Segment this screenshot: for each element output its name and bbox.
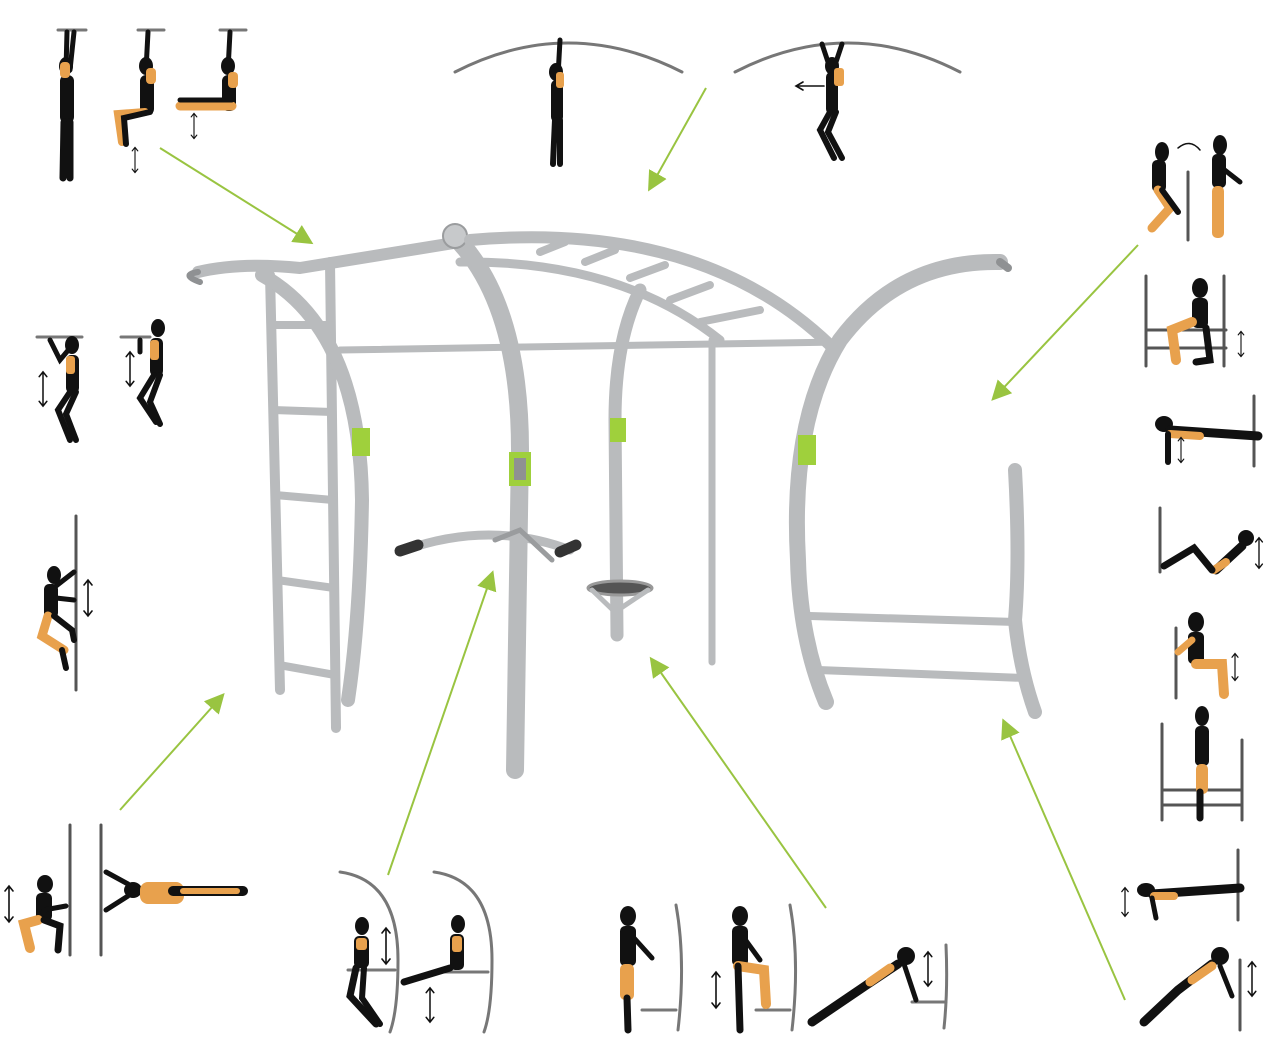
figure-chin-up-2 — [125, 319, 165, 427]
exercise-wall-sit-and-plank — [3, 823, 248, 957]
arrow-step-up — [649, 656, 827, 909]
figure-pole-climb — [36, 566, 93, 671]
exercise-step-up-and-incline-push-up — [620, 903, 949, 1034]
figure-wall-bar-plank — [1155, 394, 1263, 468]
figure-incline-push-up — [807, 947, 933, 1027]
figure-wall-bar-stand — [1160, 706, 1244, 822]
figure-incline-push-up-right — [1139, 947, 1257, 1027]
figure-step-up — [711, 906, 771, 1034]
equipment-frame — [186, 223, 1042, 779]
figure-wall-bar-squat — [1174, 612, 1239, 700]
pointer-arrows — [119, 87, 1139, 1001]
arrow-curved-bar-pull-up — [648, 87, 707, 192]
arrow-wall-bar-routine — [991, 244, 1139, 401]
accent-band-4 — [798, 435, 816, 465]
figure-wall-bar-kneel — [1144, 274, 1245, 368]
middle-pole — [608, 283, 647, 642]
exercise-wall-bar-routine — [1144, 135, 1264, 822]
accent-band-3 — [610, 418, 626, 442]
figure-pull-up-2 — [794, 41, 845, 161]
accent-band-1 — [352, 428, 370, 456]
figure-hang-3 — [175, 29, 238, 140]
step-platform — [586, 579, 654, 616]
figure-decline-plank — [1121, 883, 1245, 921]
figure-pull-up-1 — [549, 37, 564, 167]
arrow-incline-push-up — [1001, 718, 1126, 1001]
exercise-curved-bar-pull-up — [453, 37, 962, 167]
exercise-chin-up — [35, 319, 165, 443]
arrow-dips — [387, 570, 497, 876]
left-curved-pole — [255, 268, 370, 707]
exercise-hanging-leg-raise — [56, 28, 248, 182]
figure-chin-up-1 — [38, 336, 79, 443]
dip-bar-ring — [394, 527, 582, 563]
overhead-monkey-bars — [455, 231, 836, 351]
wall-bars-arch — [788, 253, 1042, 719]
exercise-pole-climb — [36, 514, 93, 692]
figure-hang-2 — [113, 29, 156, 174]
arrow-wall-sit-plank — [119, 693, 225, 811]
figure-wall-sit — [3, 875, 69, 954]
central-arch — [443, 225, 530, 779]
figure-side-plank — [103, 869, 248, 913]
figure-wall-bar-crunch — [1158, 506, 1264, 575]
arrow-hanging-leg-raise — [159, 147, 314, 245]
figure-step-stand — [620, 906, 655, 1034]
exercise-incline-push-up-side — [1121, 848, 1257, 1032]
figure-seated-leg-raise — [400, 915, 465, 1024]
exercise-dips-and-leg-raise — [338, 870, 494, 1034]
figure-dip — [346, 917, 391, 1028]
figure-hang-1 — [59, 29, 77, 182]
figure-wall-bar-step — [1147, 135, 1243, 242]
